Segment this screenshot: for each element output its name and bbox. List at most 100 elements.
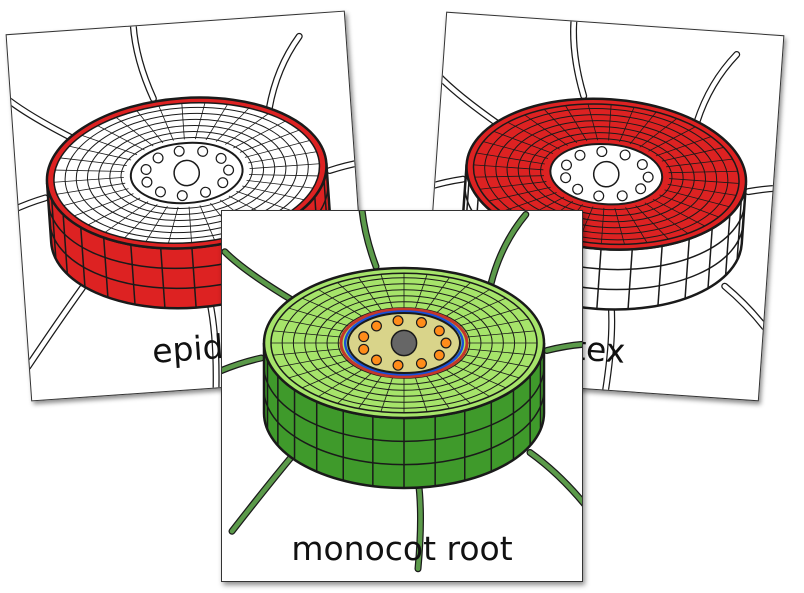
cortex-cell-wall [337,371,373,404]
side-cell-wall [596,248,602,309]
root-hair [488,212,529,287]
cortex-cell-wall [625,207,648,243]
cortex-cell-wall [246,179,314,189]
cortex-cell-wall [248,174,319,177]
cortex-cell-wall [145,205,168,242]
cortex-cell-wall [652,198,705,227]
xylem-vessel [217,177,229,189]
side-cell-wall [627,249,633,310]
cortex-cell-wall [458,359,520,379]
root-hair [222,355,264,373]
cortex-cell-wall [661,147,724,162]
xylem-vessel [197,145,209,157]
side-cell-row [263,389,545,466]
cortex-cell-wall [669,178,739,184]
root-hair [266,34,302,111]
cortex-cell-wall [53,177,124,183]
cortex-cell-wall [619,107,635,142]
cortex-cell-wall [136,110,164,144]
cortex-cell-wall [639,118,678,148]
cortex-cell-wall [425,374,450,409]
cortex-cell-wall [97,125,145,151]
root-hair [544,342,582,353]
cortex-cell-wall [225,113,269,145]
cortex-cell-wall [524,114,568,146]
cortex-cell-wall [565,105,588,142]
cortex-cell-wall [301,364,356,389]
xylem-vessel [636,159,648,171]
cortex-cell-wall [244,140,310,158]
pith-center [592,160,620,188]
cortex-cell-wall [435,371,471,404]
cortex-cell-wall [614,208,625,245]
pericycle-ring [343,310,465,376]
card-monocot-root: monocot root [221,210,583,582]
cortex-cell-wall [69,145,132,161]
cortex-cell-wall [248,151,317,164]
root-hair [327,157,370,173]
root-hair [25,285,85,370]
xylem-vessel [642,171,654,183]
cortex-cell-wall [473,164,544,171]
cortex-cell-wall [488,186,551,202]
cortex-cell-wall [667,183,737,196]
cortex-cell-wall [635,205,669,240]
cortex-cell-wall [587,103,599,141]
pith-center [173,159,201,187]
card-label-monocot-root: monocot root [291,529,513,568]
cortex-cell-wall [479,181,547,190]
side-cell-wall [736,200,743,261]
cortex-cell-wall [458,307,520,327]
xylem-vessel [358,331,370,343]
cortex-cell-wall [205,104,228,141]
cortex-cell-wall [104,201,149,233]
cortex-cell-wall [236,190,292,212]
side-cell-wall [724,215,731,276]
cortex-cell-wall [444,368,490,397]
cortex-cell-wall [476,152,545,165]
root-hair [229,454,295,534]
cortex-cell-wall [318,368,364,397]
cortex-cell-wall [278,354,345,368]
cortex-cell-wall [199,205,215,241]
cortex-cell-wall [425,277,450,312]
cortex-cell-wall [483,141,549,159]
cortex-cell-wall [272,348,342,356]
cortex-cell-wall [655,136,712,157]
root-hair [222,249,298,304]
side-cell-wall [684,238,690,299]
cortex-cell-wall [158,105,174,141]
xylem-vessel [392,359,404,371]
root-hair-outline [430,67,504,129]
root-hair [359,211,379,269]
endodermis-ring [339,307,469,379]
cortex-cell-wall [435,282,471,315]
cortex-cell-wall [664,189,730,208]
cortex-cell-wall [56,182,126,195]
root-hair-outline [526,449,582,507]
cortex-cell-wall [501,192,557,213]
cortex-cell-wall [233,120,286,149]
xylem-vessel [141,176,153,188]
side-cell-row [263,366,545,443]
xylem-vessel [173,145,185,157]
root-illustration-monocot [222,211,582,573]
cortex-cell-wall [181,103,185,140]
cortex-cell-wall [608,104,612,141]
side-cell-wall [707,228,713,289]
side-cell-wall [657,245,663,306]
cortex-cell-wall [668,170,738,174]
root-hair [571,17,586,99]
root-hair [602,302,614,397]
xylem-vessel [635,183,647,195]
xylem-vessel [561,159,573,171]
cortex-cell-wall [414,274,428,310]
cortex-cell-wall [63,188,129,206]
root-hair [527,450,582,505]
cortex-cell-wall [452,364,507,389]
root-hair [130,22,156,101]
root-hair [745,185,784,194]
xylem-vessel [140,163,152,175]
xylem-vessel [433,325,445,337]
cortex-cell-wall [194,102,206,140]
